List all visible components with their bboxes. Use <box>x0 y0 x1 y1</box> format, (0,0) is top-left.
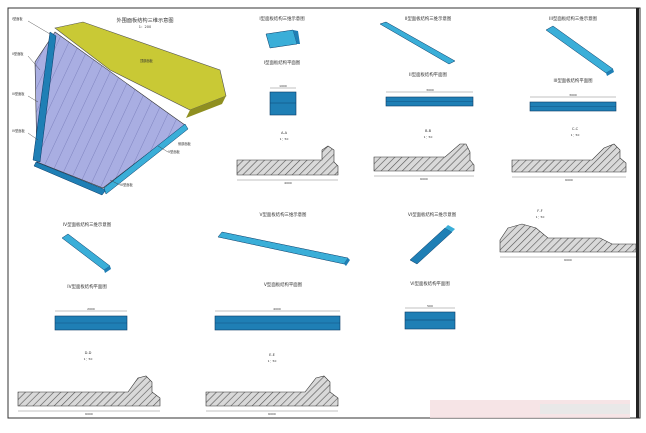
section-ff-scale: 1：50 <box>536 215 545 219</box>
label-l1: I型面板 <box>12 16 23 21</box>
panel-2-group: II型面板结构三维示意图 II型面板结构平面图 3000 B-B 1：50 60… <box>373 15 475 181</box>
panel-1-dim: 1000 <box>279 84 287 88</box>
panel-2-3d <box>379 21 456 65</box>
panel-5-group: V型面板结构三维示意图 V型面板结构平面图 4000 E-E 1：50 6000 <box>205 211 350 416</box>
panel-4-dim: 2000 <box>87 307 95 311</box>
label-l7: 顶部面板 <box>140 58 154 63</box>
panel-1-plan <box>269 91 297 116</box>
panel-2-plan-title: II型面板结构平面图 <box>409 71 447 78</box>
label-l3: III型面板 <box>12 91 25 96</box>
overview-scale: 1：200 <box>139 25 151 29</box>
panel-6-plan <box>404 311 456 330</box>
section-cc-label: C-C <box>572 127 579 131</box>
panel-3-dim: 3000 <box>569 93 577 97</box>
label-l5: V型面板 <box>168 149 181 154</box>
section-cc-dim: 6000 <box>565 178 573 182</box>
section-cc <box>511 143 627 173</box>
panel-1-plan-title: I型面板结构平面图 <box>264 59 301 66</box>
panel-6-plan-title: VI型面板结构平面图 <box>410 280 450 287</box>
label-l4: IV型面板 <box>12 128 25 133</box>
panel-6-3d-title: VI型面板结构三维示意图 <box>408 211 457 218</box>
panel-5-3d-title: V型面板结构三维示意图 <box>260 211 308 218</box>
section-ee <box>205 375 339 407</box>
section-bb-scale: 1：50 <box>424 135 433 139</box>
panel-3-3d-title: III型面板结构三维示意图 <box>549 15 597 22</box>
panel-6-dim: 500 <box>427 304 433 308</box>
section-ff <box>499 223 637 253</box>
section-ee-label: E-E <box>269 353 276 357</box>
panel-2-dim: 3000 <box>426 88 434 92</box>
section-bb-dim: 6000 <box>420 177 428 181</box>
bottom-edge-beam <box>33 161 107 196</box>
label-l2: II型面板 <box>12 51 24 56</box>
panel-3-plan-title: III型面板结构平面图 <box>553 77 593 84</box>
label-l8: 侧部面板 <box>178 141 192 146</box>
section-aa-dim: 4000 <box>284 181 292 185</box>
section-aa-scale: 1：50 <box>280 137 289 141</box>
panel-1-3d-title: I型面板结构三维示意图 <box>259 15 305 22</box>
cap-edge <box>186 96 226 118</box>
section-ee-scale: 1：50 <box>268 359 277 363</box>
left-edge-beam <box>32 31 57 163</box>
right-edge-beam <box>103 123 189 195</box>
section-aa-label: A-A <box>281 131 288 135</box>
overview-title: 外围面板结构三维示意图 <box>116 16 173 24</box>
panel-6-group: VI型面板结构三维示意图 VI型面板结构平面图 500 F-F 1：50 600… <box>404 209 637 330</box>
panel-4-3d-title: IV型面板结构三维示意图 <box>63 221 112 228</box>
panel-4-group: IV型面板结构三维示意图 IV型面板结构平面图 2000 D-D 1：50 60… <box>17 221 161 416</box>
panel-2-3d-title: II型面板结构三维示意图 <box>405 15 452 22</box>
section-dd-dim: 6000 <box>85 412 93 416</box>
label-l6: VI型面板 <box>120 182 133 187</box>
panel-5-plan-title: V型面板结构平面图 <box>264 281 303 288</box>
right-border-strip <box>636 8 639 418</box>
main-facet <box>34 31 186 189</box>
overview-3d-model: 外围面板结构三维示意图 1：200 I型面板 II型面板 III型面板 IV型面… <box>12 16 227 196</box>
section-ee-dim: 6000 <box>268 412 276 416</box>
panel-4-plan-title: IV型面板结构平面图 <box>67 283 107 290</box>
section-ff-label: F-F <box>537 209 542 213</box>
panel-1-group: I型面板结构三维示意图 I型面板结构平面图 1000 A-A 1：50 4000 <box>236 15 339 185</box>
section-cc-scale: 1：50 <box>571 133 580 137</box>
section-dd-scale: 1：50 <box>84 357 93 361</box>
panel-3-group: III型面板结构三维示意图 III型面板结构平面图 3000 C-C 1：50 … <box>511 15 627 182</box>
section-dd <box>17 375 161 407</box>
section-aa <box>236 145 339 176</box>
section-bb-label: B-B <box>425 129 432 133</box>
section-dd-label: D-D <box>85 351 92 355</box>
section-bb <box>373 143 475 172</box>
section-ff-dim: 6000 <box>564 258 572 262</box>
panel-5-dim: 4000 <box>273 307 281 311</box>
